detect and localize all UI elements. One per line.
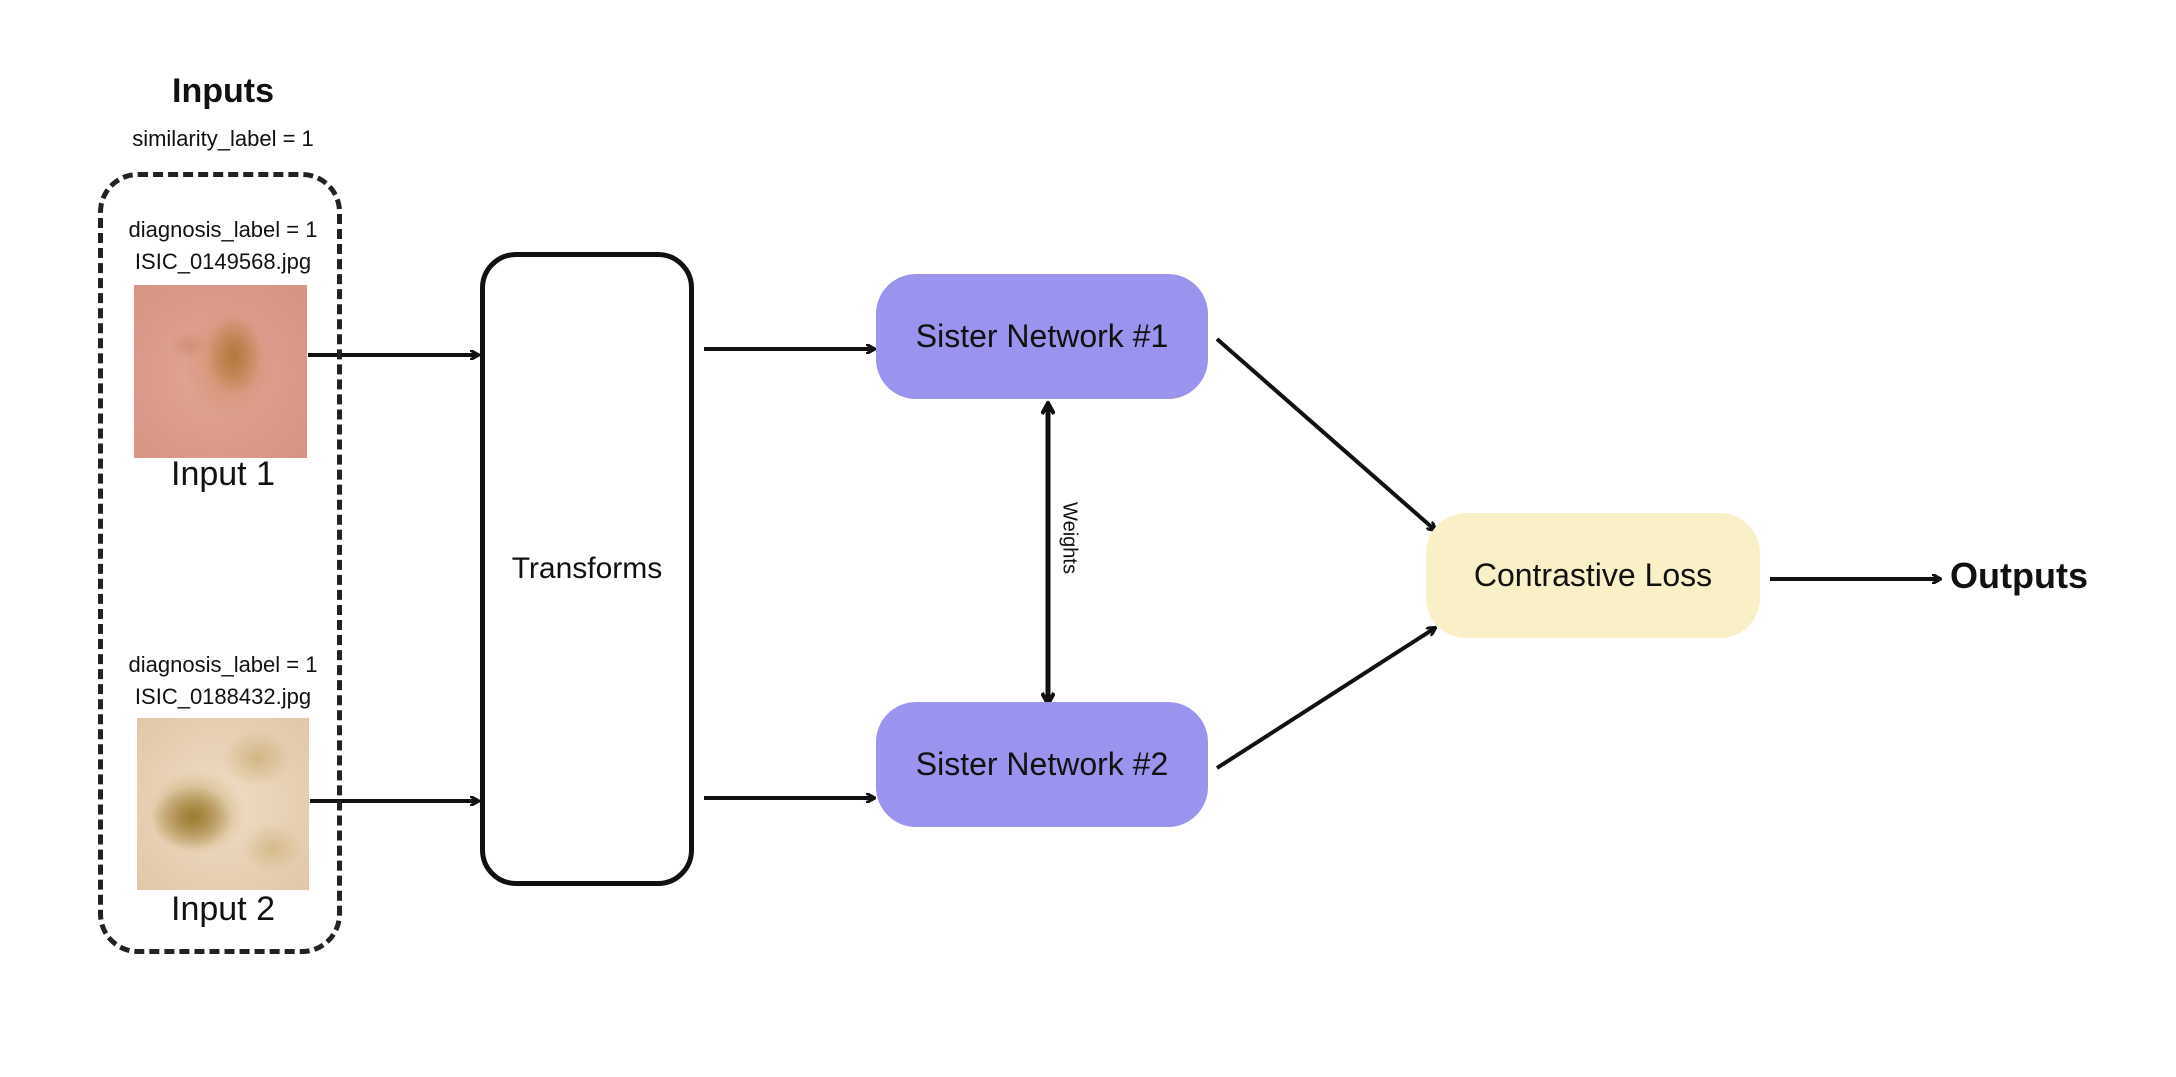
inputs-heading: Inputs (172, 72, 274, 110)
sister-network-2-node: Sister Network #2 (876, 702, 1208, 827)
sister-network-1-node: Sister Network #1 (876, 274, 1208, 399)
sister-network-2-label: Sister Network #2 (915, 746, 1169, 782)
transforms-label: Transforms (511, 552, 663, 585)
input-pair-group (98, 172, 342, 954)
input2-caption: Input 2 (171, 890, 275, 928)
input1-caption: Input 1 (171, 455, 275, 493)
contrastive-loss-node: Contrastive Loss (1426, 513, 1760, 638)
input2-filename: ISIC_0188432.jpg (134, 684, 312, 709)
input1-skin-lesion-image (134, 285, 307, 458)
similarity-label: similarity_label = 1 (132, 126, 314, 151)
contrastive-loss-label: Contrastive Loss (1473, 557, 1713, 593)
arrow-net1-to-loss (1215, 337, 1435, 530)
input2-skin-lesion-image (137, 718, 309, 890)
input2-diagnosis-label: diagnosis_label = 1 (128, 652, 318, 677)
transforms-node: Transforms (480, 252, 694, 886)
input1-filename: ISIC_0149568.jpg (134, 249, 312, 274)
input1-diagnosis-label: diagnosis_label = 1 (128, 217, 318, 242)
sister-network-1-label: Sister Network #1 (915, 318, 1169, 354)
weights-label: Weights (1058, 502, 1081, 574)
arrow-net2-to-loss (1215, 628, 1435, 770)
outputs-label: Outputs (1950, 555, 2088, 596)
